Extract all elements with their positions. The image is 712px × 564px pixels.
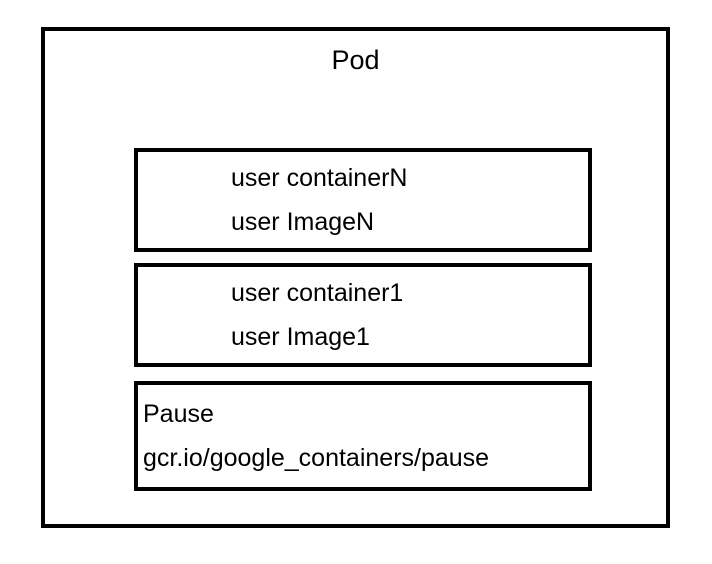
pod-container: Pod user containerN user ImageN user con… <box>41 27 670 528</box>
container-box-user-container1: user container1 user Image1 <box>134 263 592 367</box>
container-text-block: user container1 user Image1 <box>231 271 403 359</box>
container-text-block: Pause gcr.io/google_containers/pause <box>143 392 489 480</box>
container-image-label: user Image1 <box>231 323 370 351</box>
container-image-label: user ImageN <box>231 208 375 236</box>
container-text-block: user containerN user ImageN <box>231 156 407 244</box>
pod-title: Pod <box>331 45 380 75</box>
container-name-label: Pause <box>143 400 214 428</box>
container-image-label: gcr.io/google_containers/pause <box>143 444 490 472</box>
container-box-user-containern: user containerN user ImageN <box>134 148 592 252</box>
container-name-label: user containerN <box>231 164 408 192</box>
container-name-label: user container1 <box>231 279 404 307</box>
container-box-pause: Pause gcr.io/google_containers/pause <box>134 381 592 491</box>
